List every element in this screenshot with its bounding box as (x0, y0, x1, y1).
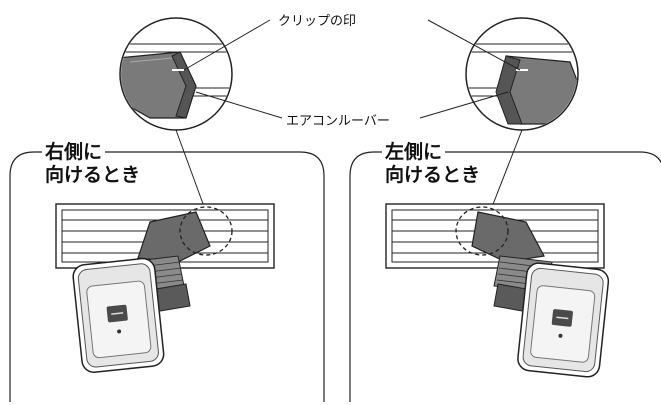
clip-mark-highlight-left (179, 206, 233, 256)
clip-mark-highlight-right (455, 206, 509, 256)
zoom-circle-right (465, 17, 579, 131)
panel-right-frame (349, 151, 661, 402)
panel-left-title-line1: 右側に (42, 141, 106, 164)
panel-right-title-line1: 左側に (382, 141, 446, 164)
device-left (71, 256, 166, 375)
zoom-circle-left (119, 17, 233, 131)
callout-clip-mark: クリップの印 (276, 10, 359, 29)
device-right (515, 261, 611, 379)
panel-left-title-line2: 向けるとき (45, 164, 141, 186)
leader-lines (183, 19, 521, 119)
panel-right-title-line2: 向けるとき (385, 164, 481, 186)
callout-air-louver: エアコンルーバー (284, 110, 392, 129)
panel-left-frame (9, 151, 325, 402)
